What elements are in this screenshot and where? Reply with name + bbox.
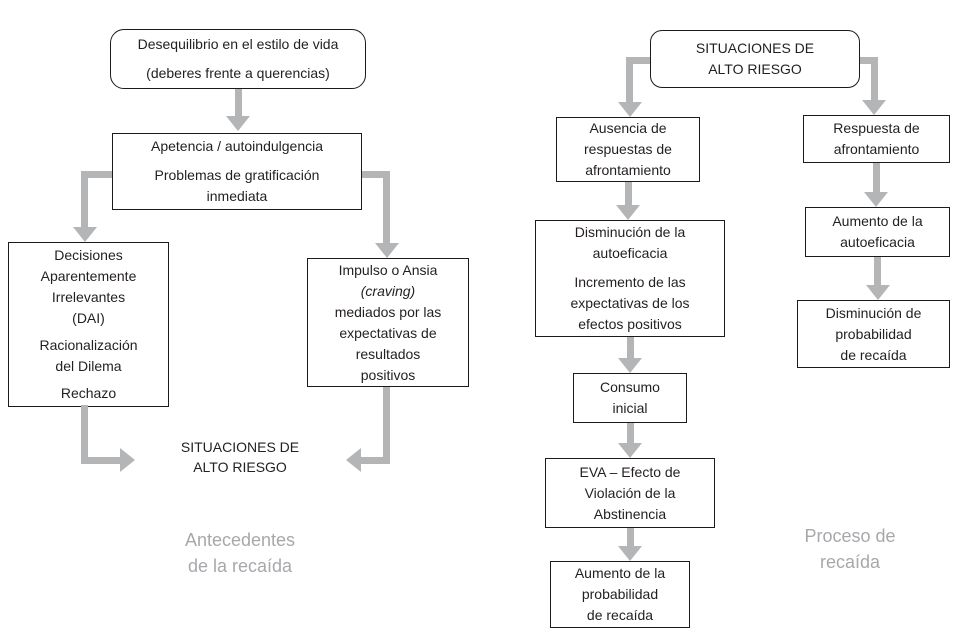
- arrow-shaft: [626, 337, 634, 359]
- label-text-line: ALTO RIESGO: [193, 459, 287, 475]
- arrow-head-down-icon: [616, 205, 640, 220]
- node-text-line: de recaída: [840, 346, 907, 363]
- node-text-line: SITUACIONES DE: [695, 40, 815, 56]
- arrow-shaft: [81, 171, 88, 228]
- node-decreased-selfefficacy: Disminución de la autoeficacia Increment…: [535, 220, 725, 337]
- arrow-head-down-icon: [618, 358, 642, 373]
- node-text-line: Desequilibrio en el estilo de vida: [137, 36, 339, 52]
- node-text-line: Disminución de la: [574, 224, 686, 240]
- node-text-line: Abstinencia: [593, 505, 667, 522]
- arrow-shaft: [81, 171, 112, 178]
- arrow-head-down-icon: [618, 443, 642, 458]
- node-text-line: efectos positivos: [578, 316, 682, 332]
- node-text-line: del Dilema: [55, 358, 122, 374]
- arrow-shaft: [383, 387, 390, 464]
- node-text-line: autoeficacia: [592, 245, 668, 261]
- node-increased-relapse-probability: Aumento de la probabilidad de recaída: [550, 561, 690, 628]
- arrow-shaft: [626, 56, 633, 104]
- arrow-shaft: [626, 528, 634, 547]
- node-text-line: Ausencia de: [589, 120, 667, 136]
- node-text-line: afrontamiento: [833, 141, 920, 157]
- node-text-line: inicial: [612, 400, 648, 416]
- node-text-line: afrontamiento: [585, 162, 671, 178]
- node-irrelevant-decisions: Decisiones Aparentemente Irrelevantes (D…: [8, 242, 169, 407]
- arrow-head-down-icon: [862, 100, 886, 115]
- node-text-line: mediados por las: [334, 303, 442, 320]
- node-text-line: probabilidad: [581, 586, 659, 602]
- arrow-head-down-icon: [72, 227, 97, 242]
- arrow-shaft: [626, 56, 650, 64]
- arrow-head-right-icon: [120, 448, 135, 472]
- node-text-line: Racionalización: [39, 337, 138, 353]
- node-abstinence-violation-effect: EVA – Efecto de Violación de la Abstinen…: [545, 458, 715, 528]
- arrow-head-down-icon: [226, 116, 250, 131]
- arrow-shaft: [874, 257, 881, 286]
- arrow-shaft: [361, 456, 390, 464]
- node-text-line: expectativas de los: [570, 295, 690, 311]
- node-text-line: Decisiones: [54, 247, 123, 263]
- node-text-line: expectativas de: [339, 324, 437, 341]
- arrow-head-down-icon: [864, 192, 888, 207]
- node-text-line: Disminución de: [825, 304, 922, 321]
- node-text-line: probabilidad: [835, 325, 912, 342]
- arrow-shaft: [362, 171, 390, 178]
- caption-text-line: Antecedentes: [184, 530, 296, 550]
- node-text-line: (deberes frente a querencias): [146, 65, 330, 81]
- arrow-head-down-icon: [618, 546, 642, 561]
- node-text-line: Aparentemente: [40, 268, 137, 284]
- caption-text-line: de la recaída: [187, 556, 293, 576]
- arrow-head-down-icon: [617, 102, 642, 117]
- node-text-line: Respuesta de: [833, 120, 920, 136]
- caption-relapse-antecedents: Antecedentes de la recaída: [140, 527, 340, 579]
- arrow-shaft: [234, 89, 242, 117]
- node-appetite-selfindulgence: Apetencia / autoindulgencia Problemas de…: [112, 133, 362, 210]
- arrow-shaft: [81, 456, 120, 464]
- arrow-head-down-icon: [865, 285, 890, 300]
- node-text-line: de recaída: [586, 607, 654, 623]
- node-text-line: Incremento de las: [574, 274, 686, 290]
- node-text-line: ALTO RIESGO: [708, 61, 802, 77]
- node-decreased-relapse-probability: Disminución de probabilidad de recaída: [797, 300, 950, 368]
- arrow-shaft: [81, 405, 88, 464]
- arrow-shaft: [860, 56, 877, 64]
- node-text-line: inmediata: [206, 188, 268, 204]
- label-high-risk-situations: SITUACIONES DE ALTO RIESGO: [155, 437, 325, 477]
- node-impulse-craving: Impulso o Ansia (craving) mediados por l…: [307, 258, 469, 387]
- arrow-shaft: [626, 423, 634, 444]
- arrow-shaft: [872, 163, 880, 193]
- node-coping-response: Respuesta de afrontamiento: [803, 115, 950, 163]
- node-text-line: Rechazo: [60, 385, 117, 401]
- node-high-risk-situations: SITUACIONES DE ALTO RIESGO: [650, 30, 860, 88]
- arrow-shaft: [870, 56, 878, 102]
- node-text-line: autoeficacia: [840, 234, 915, 250]
- node-text-line: Violación de la: [584, 484, 676, 501]
- node-text-line: (DAI): [72, 310, 105, 326]
- caption-relapse-process: Proceso de recaída: [765, 523, 935, 575]
- label-text-line: SITUACIONES DE: [180, 439, 300, 455]
- node-text-line: resultados: [355, 345, 421, 362]
- node-text-line: positivos: [360, 366, 416, 383]
- arrow-shaft: [383, 171, 390, 244]
- node-text-line: Problemas de gratificación: [154, 167, 320, 183]
- caption-text-line: recaída: [819, 552, 881, 572]
- node-text-line: Impulso o Ansia: [338, 261, 438, 278]
- caption-text-line: Proceso de: [804, 526, 896, 546]
- node-initial-consumption: Consumo inicial: [573, 373, 687, 423]
- node-text-line: Aumento de la: [832, 213, 923, 229]
- node-text-line: Apetencia / autoindulgencia: [150, 138, 324, 154]
- node-increased-selfefficacy: Aumento de la autoeficacia: [805, 207, 950, 257]
- arrow-head-down-icon: [374, 243, 399, 258]
- node-text-line: (craving): [360, 282, 416, 299]
- node-absence-coping-response: Ausencia de respuestas de afrontamiento: [556, 117, 700, 182]
- node-text-line: Consumo: [600, 379, 660, 395]
- node-text-line: Irrelevantes: [51, 289, 126, 305]
- node-text-line: Aumento de la: [574, 565, 666, 581]
- node-text-line: respuestas de: [584, 141, 672, 157]
- node-lifestyle-imbalance: Desequilibrio en el estilo de vida (debe…: [110, 29, 366, 89]
- node-text-line: EVA – Efecto de: [579, 463, 681, 480]
- arrow-head-left-icon: [346, 448, 361, 472]
- arrow-shaft: [624, 182, 632, 206]
